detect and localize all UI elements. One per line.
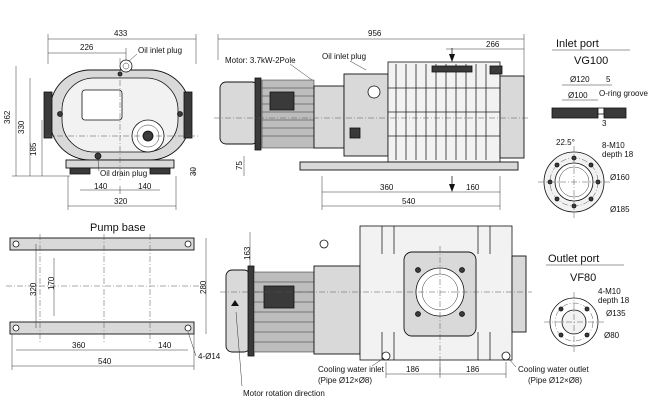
pump-base-view: Pump base 320 170 280 360 140 540 4-Ø14: [6, 222, 221, 370]
dim-30: 30: [189, 167, 198, 176]
dim-75: 75: [235, 161, 244, 170]
outlet-port-title: Outlet port: [548, 253, 599, 265]
dim-186-right: 186: [466, 365, 480, 374]
label-cooling-inlet: Cooling water inlet: [318, 365, 385, 374]
dim-185: 185: [29, 142, 38, 156]
dim-186-left: 186: [406, 365, 420, 374]
dim-266: 266: [486, 40, 500, 49]
hole-spec-base: 4-Ø14: [198, 352, 221, 361]
bolt-spec-outlet: 4-M10: [598, 287, 621, 296]
bolt-spec-inlet: 8-M10: [602, 141, 625, 150]
bolt-depth-outlet: depth 18: [598, 296, 630, 305]
dim-362: 362: [3, 110, 12, 124]
bolt-depth-inlet: depth 18: [602, 150, 634, 159]
label-motor: Motor: 3.7kW-2Pole: [225, 56, 296, 65]
dim-140-right: 140: [138, 182, 152, 191]
dim-d120: Ø120: [570, 75, 590, 84]
inlet-port-detail: Inlet port VG100 Ø120 5 Ø100 O-ring groo…: [538, 38, 648, 218]
dim-angle: 22.5°: [556, 138, 575, 147]
dim-d185: Ø185: [610, 205, 630, 214]
outlet-port-detail: Outlet port VF80 4-M10 depth 18 Ø135 Ø80: [544, 253, 630, 352]
label-cooling-inlet-pipe: (Pipe Ø12×Ø8): [318, 376, 372, 385]
label-oring-groove: O-ring groove: [599, 89, 648, 98]
dim-d100: Ø100: [568, 91, 588, 100]
label-rotation-direction: Motor rotation direction: [243, 389, 325, 398]
dim-540-base: 540: [98, 357, 112, 366]
dim-360-base: 360: [72, 341, 86, 350]
label-oil-inlet-plug-side: Oil inlet plug: [322, 52, 366, 61]
dim-540-side: 540: [402, 197, 416, 206]
dim-d135: Ø135: [606, 309, 626, 318]
pump-base-title: Pump base: [90, 222, 146, 234]
dim-226: 226: [80, 43, 94, 52]
dim-160: 160: [466, 183, 480, 192]
top-view: 163: [220, 225, 589, 398]
dim-5: 5: [606, 75, 611, 84]
dim-d80: Ø80: [604, 331, 620, 340]
side-fins: [388, 64, 500, 160]
inlet-port-type: VG100: [574, 55, 608, 67]
dim-d160: Ø160: [610, 173, 630, 182]
dim-360-side: 360: [380, 183, 394, 192]
dim-170-base: 170: [47, 276, 56, 290]
label-oil-inlet-plug-front: Oil inlet plug: [138, 46, 182, 55]
front-view: 433 226 Oil inlet plug 362 330 185: [3, 29, 200, 210]
dim-330: 330: [17, 120, 26, 134]
inlet-arrow-icon: [449, 54, 455, 62]
inlet-port-title: Inlet port: [556, 38, 599, 50]
outlet-arrow-icon: [449, 184, 455, 192]
dim-3: 3: [602, 119, 607, 128]
dim-163: 163: [243, 246, 252, 260]
top-fins: [381, 226, 491, 360]
outlet-port-type: VF80: [570, 272, 596, 284]
label-cooling-outlet: Cooling water outlet: [518, 365, 589, 374]
dim-280-base: 280: [199, 280, 208, 294]
dim-433: 433: [114, 29, 128, 38]
dim-320-base: 320: [29, 282, 38, 296]
label-oil-drain-plug: Oil drain plug: [100, 169, 147, 178]
dim-140-left: 140: [94, 182, 108, 191]
label-cooling-outlet-pipe: (Pipe Ø12×Ø8): [528, 376, 582, 385]
dim-140-base: 140: [158, 341, 172, 350]
dim-320: 320: [114, 197, 128, 206]
rotation-arrow-icon: [231, 300, 239, 306]
side-view: 956 266 Motor: 3.7kW-2Pole Oil inlet plu…: [214, 29, 530, 210]
dim-956: 956: [368, 29, 382, 38]
